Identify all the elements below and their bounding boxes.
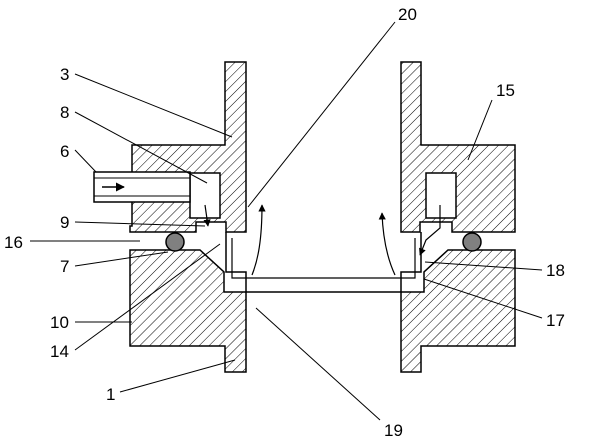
flow-arrow-left-down (203, 204, 211, 227)
label-18: 18 (546, 261, 565, 280)
left-seal (165, 232, 185, 252)
left-cavity (189, 172, 221, 219)
label-6: 6 (60, 142, 69, 161)
flow-arrow-right-in (419, 205, 441, 256)
label-15: 15 (496, 81, 515, 100)
label-3: 3 (60, 65, 69, 84)
leader-lines (30, 21, 543, 421)
left-lower-block (129, 249, 247, 373)
label-16: 16 (4, 233, 23, 252)
left-upper-block (129, 61, 247, 233)
label-7: 7 (60, 257, 69, 276)
label-20: 20 (398, 5, 417, 24)
label-9: 9 (60, 213, 69, 232)
right-seal (462, 232, 482, 252)
flow-channel (225, 232, 422, 293)
label-14: 14 (50, 342, 69, 361)
label-10: 10 (50, 313, 69, 332)
label-19: 19 (384, 421, 403, 440)
right-cavity (425, 172, 457, 219)
flow-arrow-right-up (378, 212, 396, 276)
flow-arrow-left-up (251, 204, 266, 276)
label-1: 1 (106, 385, 115, 404)
label-8: 8 (60, 103, 69, 122)
label-17: 17 (546, 311, 565, 330)
right-lower-block (400, 249, 516, 373)
